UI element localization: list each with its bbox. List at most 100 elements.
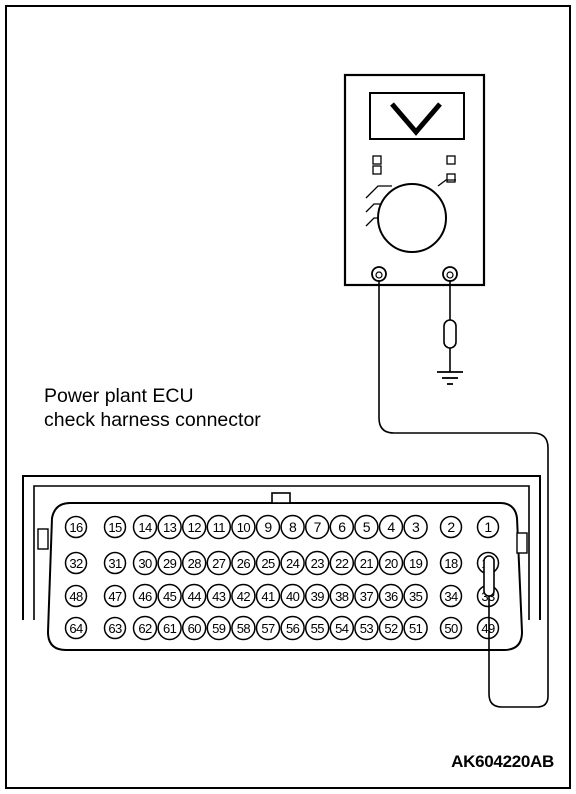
terminal-25: 25 — [255, 550, 281, 576]
terminal-circle — [64, 515, 88, 539]
connector-inner-shell — [33, 485, 530, 620]
probe-clip — [443, 319, 457, 349]
terminal-51: 51 — [403, 615, 428, 641]
terminal-circle — [103, 515, 127, 539]
test-lead — [378, 281, 549, 708]
terminal-label: 8 — [289, 519, 297, 535]
terminal-label: 39 — [311, 589, 325, 604]
terminal-label: 16 — [69, 520, 83, 535]
terminal-label: 60 — [188, 621, 202, 636]
terminal-32: 32 — [64, 551, 88, 575]
terminal-6: 6 — [329, 514, 355, 540]
terminal-circle — [476, 515, 500, 539]
terminal-12: 12 — [181, 514, 207, 540]
terminal-circle — [476, 616, 500, 640]
terminal-circle — [255, 514, 281, 540]
terminal-label: 30 — [138, 556, 152, 571]
terminal-45: 45 — [157, 583, 182, 609]
range-indicator-icon — [446, 173, 456, 183]
diagram-border — [5, 5, 571, 789]
selector-scale-icon — [365, 203, 380, 213]
terminal-label: 25 — [261, 556, 275, 571]
terminal-label: 27 — [212, 556, 226, 571]
terminal-circle — [378, 583, 404, 609]
terminal-label: 3 — [412, 519, 420, 535]
terminal-circle — [132, 615, 158, 641]
terminal-circle — [354, 583, 379, 609]
terminal-label: 22 — [335, 556, 349, 571]
terminal-label: 21 — [360, 556, 374, 571]
ground-probe — [437, 280, 463, 385]
terminal-label: 7 — [314, 519, 322, 535]
terminal-52: 52 — [378, 615, 404, 641]
terminal-circle — [255, 583, 281, 609]
terminal-22: 22 — [329, 550, 355, 576]
terminal-label: 41 — [261, 589, 275, 604]
terminal-label: 29 — [163, 556, 177, 571]
terminal-circle — [403, 550, 428, 576]
ground-symbol-icon — [437, 371, 463, 385]
connector-latch-right — [516, 532, 528, 554]
terminal-53: 53 — [354, 615, 379, 641]
terminal-40: 40 — [280, 583, 305, 609]
selector-scale-icon — [437, 179, 456, 187]
terminal-circle — [378, 615, 404, 641]
terminal-circle — [181, 514, 207, 540]
terminal-circle — [157, 514, 182, 540]
terminal-4: 4 — [378, 514, 404, 540]
terminal-label: 48 — [69, 589, 83, 604]
terminal-label: 23 — [311, 556, 325, 571]
terminal-label: 26 — [237, 556, 251, 571]
terminal-circle — [64, 551, 88, 575]
terminal-circle — [132, 583, 158, 609]
terminal-27: 27 — [206, 550, 232, 576]
terminal-label: 11 — [213, 520, 226, 535]
terminal-19: 19 — [403, 550, 428, 576]
connector-label-line1: Power plant ECU — [44, 385, 194, 407]
terminal-label: 46 — [138, 589, 152, 604]
terminal-label: 42 — [237, 589, 251, 604]
terminal-label: 34 — [444, 589, 458, 604]
terminal-label: 56 — [286, 621, 300, 636]
terminal-label: 61 — [163, 621, 177, 636]
terminal-circle — [206, 514, 232, 540]
terminal-circle — [157, 583, 182, 609]
connector-latch-left — [37, 528, 49, 550]
terminal-circle — [304, 550, 330, 576]
terminal-label: 28 — [188, 556, 202, 571]
terminal-46: 46 — [132, 583, 158, 609]
terminal-circle — [329, 583, 355, 609]
terminal-label: 64 — [69, 621, 83, 636]
terminal-2: 2 — [439, 515, 463, 539]
terminal-label: 6 — [338, 519, 346, 535]
terminal-circle — [181, 550, 207, 576]
terminal-1: 1 — [476, 515, 500, 539]
terminal-circle — [280, 615, 305, 641]
connector-housing — [22, 475, 541, 651]
terminal-13: 13 — [157, 514, 182, 540]
terminal-label: 50 — [444, 621, 458, 636]
terminal-5: 5 — [354, 514, 379, 540]
terminal-label: 2 — [447, 519, 455, 535]
terminal-label: 58 — [237, 621, 251, 636]
terminal-circle — [280, 550, 305, 576]
terminal-label: 36 — [384, 589, 398, 604]
terminal-circle — [439, 616, 463, 640]
terminal-label: 53 — [360, 621, 374, 636]
terminal-label: 63 — [108, 621, 122, 636]
terminal-63: 63 — [103, 616, 127, 640]
terminal-14: 14 — [132, 514, 158, 540]
terminal-label: 38 — [335, 589, 349, 604]
terminal-23: 23 — [304, 550, 330, 576]
terminal-label: 32 — [69, 556, 83, 571]
connector-key — [271, 492, 291, 504]
terminal-circle — [439, 515, 463, 539]
range-indicator-icon — [372, 155, 382, 165]
terminal-10: 10 — [231, 514, 256, 540]
back-probe-needle — [483, 555, 495, 597]
terminal-11: 11 — [206, 514, 232, 540]
terminal-circle — [280, 514, 305, 540]
terminal-circle — [103, 551, 127, 575]
terminal-label: 44 — [188, 589, 202, 604]
connector-face — [46, 502, 524, 651]
